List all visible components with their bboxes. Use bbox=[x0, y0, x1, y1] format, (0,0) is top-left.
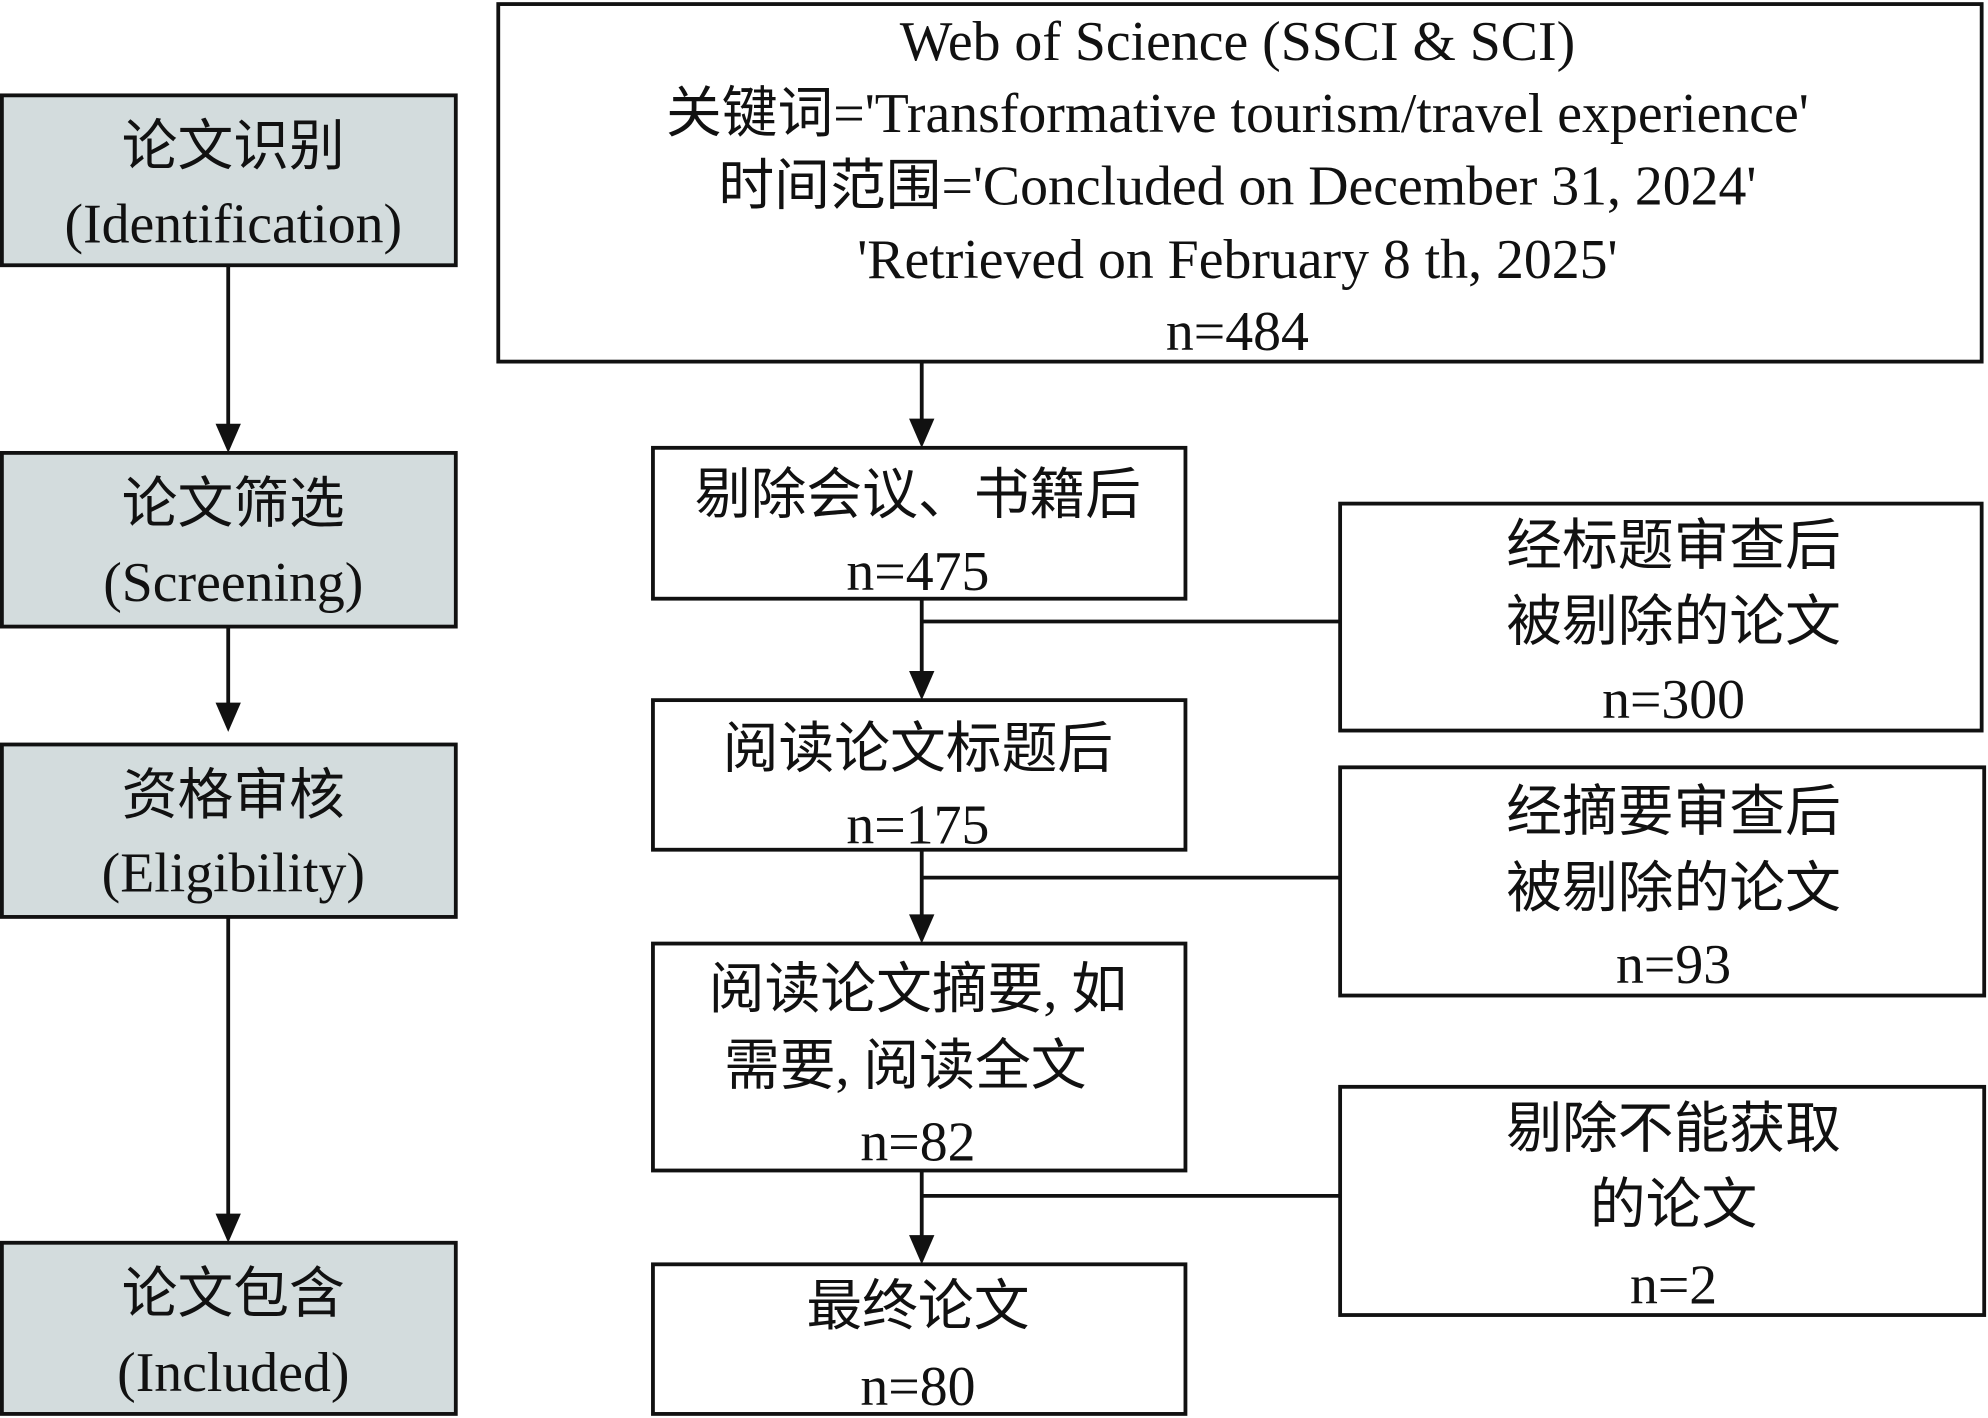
exclusion-count: n=93 bbox=[1616, 934, 1731, 996]
flow-count: n=175 bbox=[846, 794, 989, 856]
flow-box-1: 剔除会议、书籍后 n=475 bbox=[651, 445, 1188, 603]
stage-arrows bbox=[215, 265, 241, 1243]
flow-box-4: 最终论文 n=80 bbox=[651, 1262, 1188, 1418]
exclusion-box-1: 经标题审查后 被剔除的论文 n=300 bbox=[1338, 501, 1984, 733]
time-range-label: 时间范围='Concluded on December 31, 2024' bbox=[718, 155, 1756, 217]
arrow-head-icon bbox=[215, 1213, 241, 1243]
exclusion-label: 被剔除的论文 bbox=[1506, 858, 1841, 920]
stage-identification: 论文识别 (Identification) bbox=[0, 93, 458, 268]
stage-box bbox=[0, 742, 458, 919]
flow-box-3: 阅读论文摘要, 如 需要, 阅读全文 n=82 bbox=[651, 941, 1188, 1173]
stage-screening: 论文筛选 (Screening) bbox=[0, 450, 458, 629]
flow-label: 需要, 阅读全文 bbox=[724, 1035, 1086, 1097]
stage-label-en: (Eligibility) bbox=[102, 843, 365, 905]
database-label: Web of Science (SSCI & SCI) bbox=[900, 11, 1575, 73]
stage-box bbox=[0, 93, 458, 268]
exclusion-box-2: 经摘要审查后 被剔除的论文 n=93 bbox=[1338, 765, 1987, 998]
stage-box bbox=[0, 1240, 458, 1416]
stage-label-en: (Identification) bbox=[65, 193, 403, 255]
arrow-head-icon bbox=[909, 418, 935, 448]
stage-label-zh: 论文筛选 bbox=[122, 474, 345, 536]
exclusion-count: n=2 bbox=[1630, 1255, 1717, 1317]
flow-box-2: 阅读论文标题后 n=175 bbox=[651, 698, 1188, 856]
source-box: Web of Science (SSCI & SCI) 关键词='Transfo… bbox=[496, 2, 1984, 364]
flow-arrows bbox=[909, 361, 1341, 1265]
flow-count: n=82 bbox=[860, 1111, 975, 1173]
stage-box bbox=[0, 450, 458, 629]
arrow-head-icon bbox=[215, 702, 241, 732]
stage-label-en: (Included) bbox=[117, 1342, 349, 1404]
stage-label-en: (Screening) bbox=[103, 552, 363, 614]
exclusion-label: 的论文 bbox=[1590, 1175, 1757, 1237]
stage-included: 论文包含 (Included) bbox=[0, 1240, 458, 1416]
flow-label: 阅读论文标题后 bbox=[723, 718, 1113, 780]
arrow-head-icon bbox=[909, 1235, 935, 1265]
flow-label: 最终论文 bbox=[806, 1276, 1029, 1338]
flow-label: 剔除会议、书籍后 bbox=[695, 465, 1141, 527]
exclusion-label: 剔除不能获取 bbox=[1506, 1099, 1841, 1161]
exclusion-count: n=300 bbox=[1602, 669, 1745, 731]
keyword-label: 关键词='Transformative tourism/travel exper… bbox=[666, 83, 1809, 145]
arrow-head-icon bbox=[909, 914, 935, 944]
flow-label: 阅读论文摘要, 如 bbox=[709, 959, 1127, 1021]
exclusion-box-3: 剔除不能获取 的论文 n=2 bbox=[1338, 1084, 1987, 1317]
flow-count: n=475 bbox=[846, 541, 989, 603]
stage-label-zh: 论文包含 bbox=[122, 1264, 345, 1326]
exclusion-label: 经标题审查后 bbox=[1506, 515, 1841, 577]
flow-count: n=80 bbox=[860, 1356, 975, 1418]
stage-label-zh: 论文识别 bbox=[122, 116, 345, 178]
arrow-head-icon bbox=[909, 670, 935, 701]
count-label: n=484 bbox=[1166, 301, 1309, 363]
stage-eligibility: 资格审核 (Eligibility) bbox=[0, 742, 458, 919]
arrow-head-icon bbox=[215, 423, 241, 453]
stage-label-zh: 资格审核 bbox=[122, 765, 345, 827]
retrieved-label: 'Retrieved on February 8 th, 2025' bbox=[857, 229, 1617, 291]
exclusion-label: 经摘要审查后 bbox=[1506, 782, 1841, 844]
exclusion-label: 被剔除的论文 bbox=[1506, 592, 1841, 654]
